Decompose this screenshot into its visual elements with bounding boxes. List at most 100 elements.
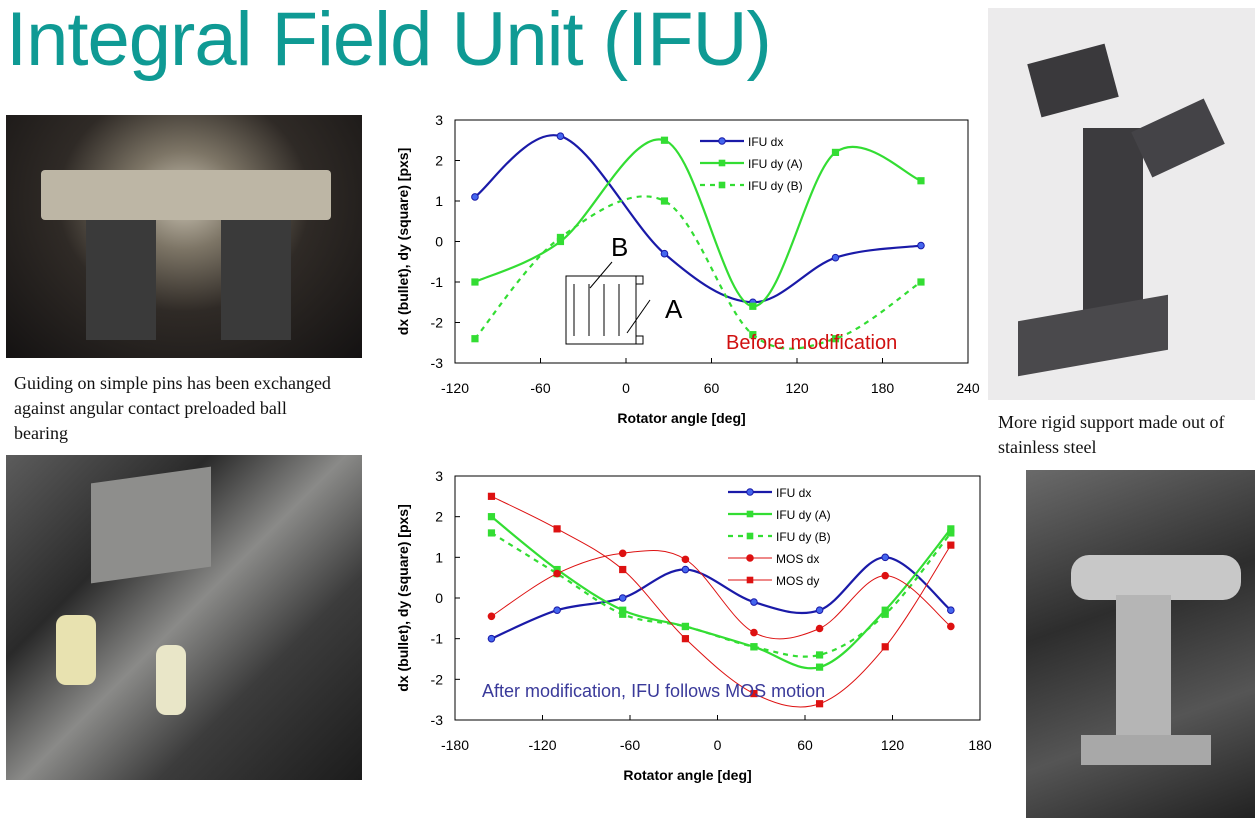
data-point <box>487 529 496 537</box>
series-mos-dx: MOS dx <box>487 549 955 640</box>
data-point <box>917 278 925 286</box>
y-axis-label: dx (bullet), dy (square) [pxs] <box>395 504 411 691</box>
x-axis-label: Rotator angle [deg] <box>623 767 751 783</box>
arrow-a <box>626 299 651 334</box>
y-tick-label: 0 <box>435 590 443 606</box>
legend-label: IFU dx <box>748 135 783 149</box>
data-point <box>471 193 479 201</box>
label-a: A <box>665 294 683 324</box>
x-tick-label: 240 <box>956 380 980 396</box>
ifu-bearing-photo <box>6 455 362 780</box>
data-point <box>681 565 690 574</box>
x-tick-label: -60 <box>530 380 550 396</box>
data-point <box>746 554 754 562</box>
data-point <box>660 197 669 205</box>
legend-label: IFU dy (B) <box>776 530 831 544</box>
data-point <box>681 622 690 631</box>
y-tick-label: -2 <box>431 671 444 687</box>
data-point <box>947 622 955 631</box>
series-ifu-dx: IFU dx <box>487 486 955 643</box>
inset-box <box>565 275 637 345</box>
inset-tab <box>635 335 644 345</box>
data-point <box>487 612 496 621</box>
data-point <box>556 132 565 140</box>
x-tick-label: 180 <box>968 737 992 753</box>
data-point <box>881 553 890 562</box>
ifu-slit-inset: BA <box>565 232 683 345</box>
data-point <box>831 148 840 156</box>
data-point <box>681 555 690 564</box>
caption-bearing: Guiding on simple pins has been exchange… <box>14 373 331 443</box>
x-tick-label: -120 <box>441 380 469 396</box>
x-tick-label: 120 <box>785 380 809 396</box>
y-axis-label: dx (bullet), dy (square) [pxs] <box>395 148 411 335</box>
data-point <box>750 598 758 606</box>
data-point <box>718 181 726 189</box>
data-point <box>749 302 757 310</box>
data-point <box>947 529 955 537</box>
y-tick-label: -1 <box>431 274 444 290</box>
data-point <box>681 635 690 643</box>
y-tick-label: -1 <box>431 631 444 647</box>
series-ifu-dy-a-: IFU dy (A) <box>471 136 925 310</box>
data-point <box>750 643 758 651</box>
y-tick-label: -3 <box>431 355 444 371</box>
y-tick-label: 3 <box>435 112 443 128</box>
legend-label: IFU dx <box>776 486 811 500</box>
series-ifu-dx: IFU dx <box>471 132 925 307</box>
data-point <box>618 594 627 602</box>
data-point <box>553 565 561 574</box>
data-point <box>556 233 565 242</box>
label-b: B <box>611 232 628 262</box>
y-tick-label: 1 <box>435 549 443 565</box>
data-point <box>917 241 925 250</box>
data-point <box>556 237 565 246</box>
legend-label: MOS dx <box>776 552 819 566</box>
data-point <box>831 253 840 262</box>
data-point <box>749 331 757 339</box>
data-point <box>553 525 561 533</box>
data-point <box>660 249 669 258</box>
data-point <box>947 541 955 549</box>
y-tick-label: 2 <box>435 153 443 169</box>
x-tick-label: 180 <box>871 380 895 396</box>
chart-annotation: Before modification <box>726 332 897 354</box>
x-tick-label: 120 <box>881 737 905 753</box>
data-point <box>553 569 561 578</box>
x-tick-label: 60 <box>797 737 813 753</box>
x-tick-label: 60 <box>704 380 720 396</box>
y-tick-label: 1 <box>435 193 443 209</box>
x-tick-label: -60 <box>620 737 640 753</box>
data-point <box>917 177 925 185</box>
legend-label: MOS dy <box>776 574 819 588</box>
inset-tab <box>635 275 644 285</box>
data-point <box>750 689 758 698</box>
series-mos-dy: MOS dy <box>487 492 955 708</box>
legend-label: IFU dy (B) <box>748 179 803 193</box>
legend-label: IFU dy (A) <box>776 508 831 522</box>
y-tick-label: 2 <box>435 509 443 525</box>
data-point <box>619 606 627 614</box>
data-point <box>487 634 496 643</box>
chart-annotation: After modification, IFU follows MOS moti… <box>482 681 825 701</box>
legend-label: IFU dy (A) <box>748 157 803 171</box>
slide-title: Integral Field Unit (IFU) <box>6 0 772 82</box>
x-tick-label: 0 <box>622 380 630 396</box>
data-point <box>881 610 889 618</box>
data-point <box>947 606 955 615</box>
data-point <box>815 700 824 708</box>
data-point <box>881 643 889 651</box>
data-point <box>487 492 496 500</box>
y-tick-label: 3 <box>435 468 443 484</box>
data-point <box>471 278 479 286</box>
data-point <box>947 525 955 533</box>
data-point <box>746 488 754 496</box>
series-ifu-dy-b-: IFU dy (B) <box>471 179 925 350</box>
x-tick-label: -120 <box>528 737 556 753</box>
ifu-mount-photo <box>6 115 362 358</box>
data-point <box>750 628 758 637</box>
